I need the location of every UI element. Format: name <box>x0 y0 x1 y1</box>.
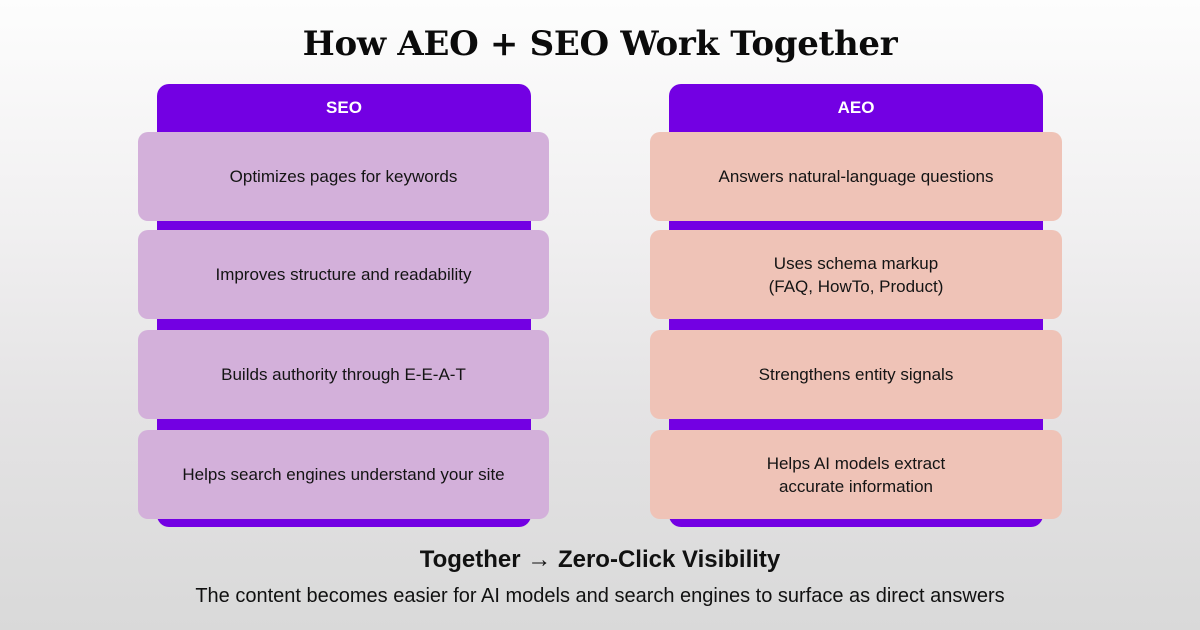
seo-column-header: SEO <box>326 98 362 117</box>
aeo-card-4: Helps AI models extract accurate informa… <box>650 430 1062 519</box>
seo-card-text: Optimizes pages for keywords <box>229 167 458 186</box>
seo-card-1: Optimizes pages for keywords <box>138 132 549 221</box>
footer-description: The content becomes easier for AI models… <box>195 585 1005 607</box>
seo-card-text: Helps search engines understand your sit… <box>182 465 505 484</box>
aeo-card-text: Answers natural-language questions <box>718 167 994 186</box>
seo-card-4: Helps search engines understand your sit… <box>138 430 549 519</box>
aeo-card-2: Uses schema markup (FAQ, HowTo, Product) <box>650 230 1062 319</box>
aeo-card-text: Strengthens entity signals <box>758 365 954 384</box>
seo-card-2: Improves structure and readability <box>138 230 549 319</box>
seo-card-text: Builds authority through E-E-A-T <box>221 365 466 384</box>
aeo-card-text: Uses schema markup (FAQ, HowTo, Product) <box>768 253 944 296</box>
aeo-card-1: Answers natural-language questions <box>650 132 1062 221</box>
page-title: How AEO + SEO Work Together <box>302 24 898 64</box>
aeo-card-3: Strengthens entity signals <box>650 330 1062 419</box>
footer-headline: Together → Zero-Click Visibility <box>419 546 781 573</box>
aeo-card-text: Helps AI models extract accurate informa… <box>766 453 946 496</box>
seo-card-text: Improves structure and readability <box>215 265 472 284</box>
aeo-column-header: AEO <box>837 98 875 117</box>
seo-card-3: Builds authority through E-E-A-T <box>138 330 549 419</box>
